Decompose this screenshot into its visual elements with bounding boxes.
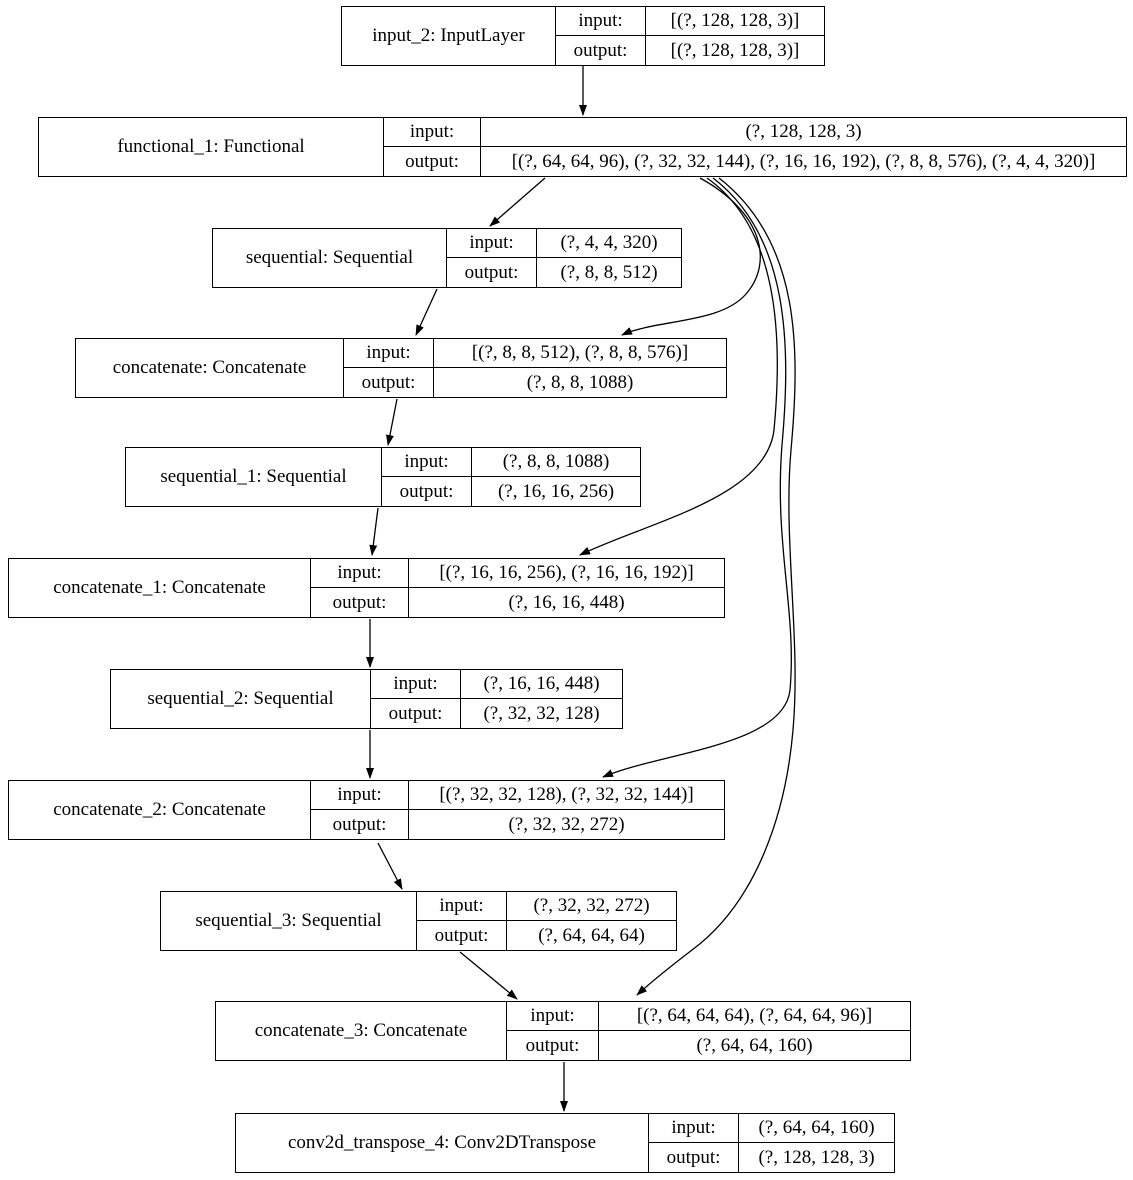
layer-name: sequential_3: Sequential <box>161 892 417 950</box>
input-row-label: input: <box>371 670 460 699</box>
input-shape: (?, 128, 128, 3) <box>481 118 1126 147</box>
edge-sequential_3-to-concatenate_3 <box>459 951 518 1000</box>
input-shape: [(?, 8, 8, 512), (?, 8, 8, 576)] <box>434 339 726 368</box>
layer-node-sequential: sequential: Sequential input: output: (?… <box>212 228 682 288</box>
layer-node-input_2: input_2: InputLayer input: output: [(?, … <box>341 6 825 66</box>
output-row-label: output: <box>332 813 387 835</box>
layer-name: functional_1: Functional <box>39 118 384 176</box>
input-row-label: input: <box>417 892 506 921</box>
output-row-label: output: <box>405 150 459 172</box>
output-shape: [(?, 128, 128, 3)] <box>670 39 800 61</box>
output-row-label: output: <box>399 480 454 502</box>
output-row-label: output: <box>361 371 416 393</box>
layer-node-sequential_1: sequential_1: Sequential input: output: … <box>125 447 641 507</box>
output-shape: [(?, 64, 64, 96), (?, 32, 32, 144), (?, … <box>511 150 1096 172</box>
edge-sequential-to-concatenate <box>415 288 438 336</box>
edge-functional_1-to-sequential <box>489 177 546 227</box>
layer-node-concatenate: concatenate: Concatenate input: output: … <box>75 338 727 398</box>
layer-node-concatenate_1: concatenate_1: Concatenate input: output… <box>8 558 725 618</box>
input-row-label: input: <box>384 118 480 147</box>
layer-name: concatenate_3: Concatenate <box>216 1002 507 1060</box>
output-shape: (?, 32, 32, 128) <box>483 702 600 724</box>
input-row-label: input: <box>344 339 433 368</box>
edge-concatenate-to-sequential_1 <box>385 398 398 446</box>
layer-node-sequential_2: sequential_2: Sequential input: output: … <box>110 669 623 729</box>
edge-functional_1-to-concatenate_2 <box>602 177 792 778</box>
input-row-label: input: <box>311 781 408 810</box>
output-shape: (?, 64, 64, 64) <box>538 924 645 946</box>
layer-name: sequential: Sequential <box>213 229 447 287</box>
output-shape: (?, 8, 8, 512) <box>560 261 658 283</box>
layer-name: conv2d_transpose_4: Conv2DTranspose <box>236 1114 649 1172</box>
layer-node-conv2d_transpose_4: conv2d_transpose_4: Conv2DTranspose inpu… <box>235 1113 895 1173</box>
output-shape: (?, 128, 128, 3) <box>758 1146 875 1168</box>
layer-name: concatenate: Concatenate <box>76 339 344 397</box>
edge-functional_1-to-concatenate_3 <box>636 177 796 996</box>
input-shape: [(?, 32, 32, 128), (?, 32, 32, 144)] <box>409 781 724 810</box>
layer-name: input_2: InputLayer <box>342 7 556 65</box>
output-row-label: output: <box>525 1034 580 1056</box>
input-row-label: input: <box>556 7 645 36</box>
layer-node-concatenate_3: concatenate_3: Concatenate input: output… <box>215 1001 911 1061</box>
layer-name: concatenate_1: Concatenate <box>9 559 311 617</box>
input-row-label: input: <box>447 229 536 258</box>
output-row-label: output: <box>666 1146 721 1168</box>
input-row-label: input: <box>507 1002 598 1031</box>
output-row-label: output: <box>573 39 628 61</box>
output-row-label: output: <box>464 261 519 283</box>
layer-name: concatenate_2: Concatenate <box>9 781 311 839</box>
output-shape: (?, 16, 16, 256) <box>497 480 615 502</box>
input-row-label: input: <box>311 559 408 588</box>
input-shape: [(?, 128, 128, 3)] <box>646 7 824 36</box>
input-row-label: input: <box>382 448 471 477</box>
input-shape: [(?, 16, 16, 256), (?, 16, 16, 192)] <box>409 559 724 588</box>
input-shape: [(?, 64, 64, 64), (?, 64, 64, 96)] <box>599 1002 910 1031</box>
output-shape: (?, 64, 64, 160) <box>696 1034 813 1056</box>
edge-sequential_1-to-concatenate_1 <box>369 507 379 556</box>
input-shape: (?, 4, 4, 320) <box>537 229 681 258</box>
layer-name: sequential_2: Sequential <box>111 670 371 728</box>
input-shape: (?, 8, 8, 1088) <box>472 448 640 477</box>
output-shape: (?, 32, 32, 272) <box>508 813 625 835</box>
output-row-label: output: <box>332 591 387 613</box>
output-shape: (?, 8, 8, 1088) <box>526 371 634 393</box>
input-shape: (?, 64, 64, 160) <box>739 1114 894 1143</box>
layer-node-concatenate_2: concatenate_2: Concatenate input: output… <box>8 780 725 840</box>
layer-node-sequential_3: sequential_3: Sequential input: output: … <box>160 891 677 951</box>
output-row-label: output: <box>388 702 443 724</box>
output-shape: (?, 16, 16, 448) <box>508 591 625 613</box>
edge-functional_1-to-concatenate_1 <box>579 177 779 556</box>
edge-functional_1-to-concatenate <box>621 177 761 336</box>
output-row-label: output: <box>434 924 489 946</box>
layer-node-functional_1: functional_1: Functional input: output: … <box>38 117 1127 177</box>
input-row-label: input: <box>649 1114 738 1143</box>
edge-concatenate_2-to-sequential_3 <box>377 842 403 890</box>
layer-name: sequential_1: Sequential <box>126 448 382 506</box>
input-shape: (?, 32, 32, 272) <box>507 892 676 921</box>
input-shape: (?, 16, 16, 448) <box>461 670 622 699</box>
